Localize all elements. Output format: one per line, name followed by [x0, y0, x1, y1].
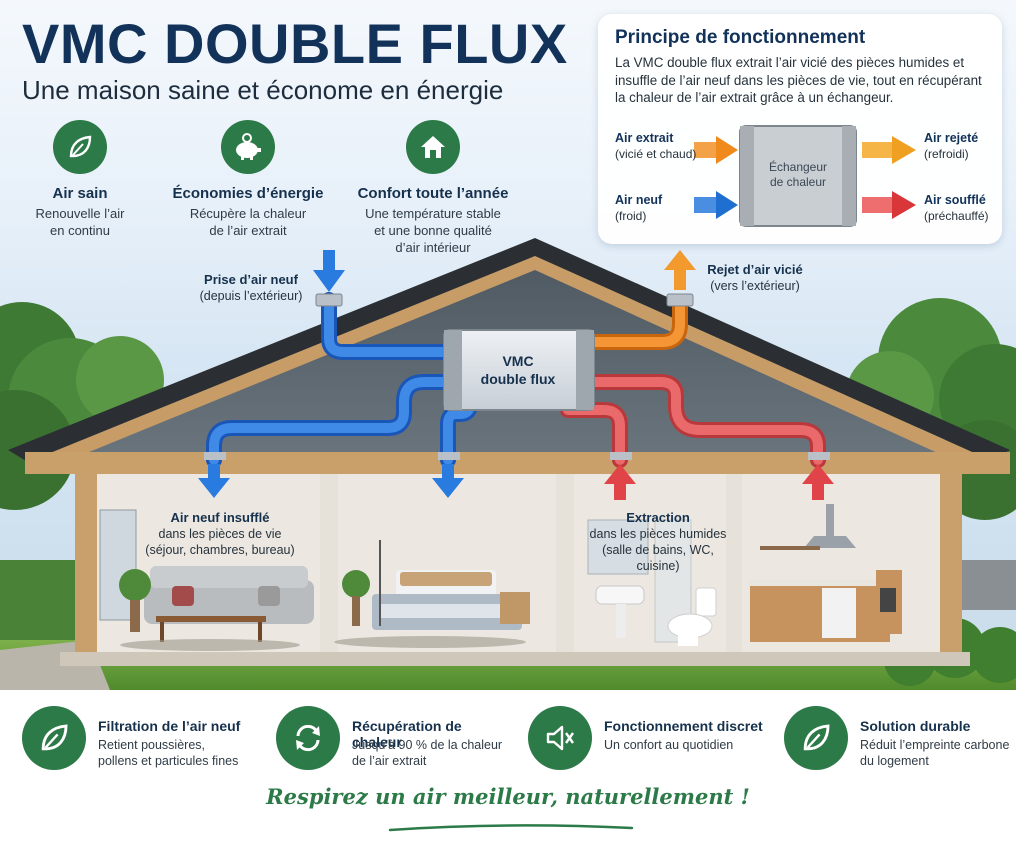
vmc-unit: [443, 329, 595, 411]
fresh-air-ducts: [206, 292, 478, 468]
benefit-title: Économies d’énergie: [172, 185, 324, 202]
supply-arrow-bedroom: [432, 464, 464, 498]
feature-desc: Retient poussières, pollens et particule…: [98, 738, 239, 768]
exchanger-box: [739, 125, 857, 227]
benefit-economies: Économies d’énergie Récupère la chaleur …: [160, 120, 336, 239]
exhaust-arrow: [664, 250, 696, 290]
house-illustration: [0, 238, 1016, 690]
bathroom: [587, 519, 717, 646]
exchanger-label: Échangeur de chaleur: [768, 160, 828, 189]
arrow-air-neuf: [694, 191, 738, 219]
benefit-confort: Confort toute l’année Une température st…: [348, 120, 518, 256]
label-air-extrait: Air extrait(vicié et chaud): [615, 131, 697, 161]
leaf-icon: [22, 706, 86, 770]
house-icon: [406, 120, 460, 174]
benefit-desc: Récupère la chaleur de l’air extrait: [189, 206, 307, 238]
muted-speaker-icon: [528, 706, 592, 770]
exhaust-duct: [584, 294, 688, 350]
feature-title: Fonctionnement discret: [604, 718, 763, 734]
supply-arrow-living: [198, 464, 230, 498]
extract-arrow-kitchen: [802, 464, 834, 500]
bedroom: [334, 540, 530, 648]
intake-arrow: [313, 250, 345, 292]
living-room: [99, 509, 314, 651]
intake-callout: Prise d’air neuf(depuis l’extérieur): [199, 272, 303, 303]
vmc-unit-label: VMC double flux: [480, 353, 556, 387]
features-band: [0, 690, 1016, 850]
piggy-bank-icon: [221, 120, 275, 174]
feature-desc: Un confort au quotidien: [604, 738, 734, 752]
page-subtitle: Une maison saine et économe en énergie: [22, 75, 504, 105]
benefit-desc: Renouvelle l’air en continu: [35, 206, 125, 238]
label-air-neuf: Air neuf(froid): [615, 193, 663, 223]
principle-text: La VMC double flux extrait l’air vicié d…: [615, 55, 982, 105]
feature-filtration: Filtration de l’air neuf Retient poussiè…: [22, 706, 262, 772]
ceiling-beam: [25, 452, 1010, 474]
extract-arrow-bathroom: [604, 464, 636, 500]
tagline: Respirez un air meilleur, naturellement …: [266, 784, 750, 809]
benefit-title: Confort toute l’année: [357, 185, 509, 202]
feature-durable: Solution durable Réduit l’empreinte carb…: [784, 706, 1014, 772]
supply-callout: Air neuf insufflé dans les pièces de vie…: [145, 510, 295, 557]
leaf-icon: [53, 120, 107, 174]
feature-title: Récupération de chaleur: [352, 718, 462, 750]
arrow-air-souffle: [862, 191, 916, 219]
feature-discret: Fonctionnement discret Un confort au quo…: [528, 706, 768, 772]
benefit-air-sain: Air sain Renouvelle l’air en continu: [20, 120, 140, 239]
arrow-air-extrait: [694, 136, 738, 164]
feature-desc: Réduit l’empreinte carbone du logement: [860, 738, 1010, 768]
extraction-ducts: [560, 374, 826, 468]
page-title: VMC DOUBLE FLUX: [22, 12, 568, 75]
recycle-arrows-icon: [276, 706, 340, 770]
benefit-desc: Une température stable et une bonne qual…: [365, 206, 501, 255]
principle-title: Principe de fonctionnement: [615, 27, 866, 48]
tagline-underline: [388, 824, 634, 832]
leaf-icon: [784, 706, 848, 770]
principle-panel: Principe de fonctionnement La VMC double…: [598, 14, 1002, 244]
feature-recuperation: Récupération de chaleur Jusqu’à 90 % de …: [276, 706, 516, 772]
extraction-callout: Extraction dans les pièces humides (sall…: [589, 510, 727, 573]
arrow-air-rejete: [862, 136, 916, 164]
kitchen: [748, 504, 902, 642]
exchanger-diagram: [694, 125, 916, 227]
label-air-rejete: Air rejeté(refroidi): [924, 131, 979, 161]
benefit-title: Air sain: [52, 185, 108, 202]
exhaust-callout: Rejet d’air vicié(vers l’extérieur): [707, 262, 803, 293]
feature-title: Filtration de l’air neuf: [98, 718, 241, 734]
label-air-souffle: Air soufflé(préchauffé): [924, 193, 989, 223]
feature-title: Solution durable: [860, 718, 971, 734]
feature-desc: Jusqu’à 90 % de la chaleur de l’air extr…: [352, 738, 503, 768]
